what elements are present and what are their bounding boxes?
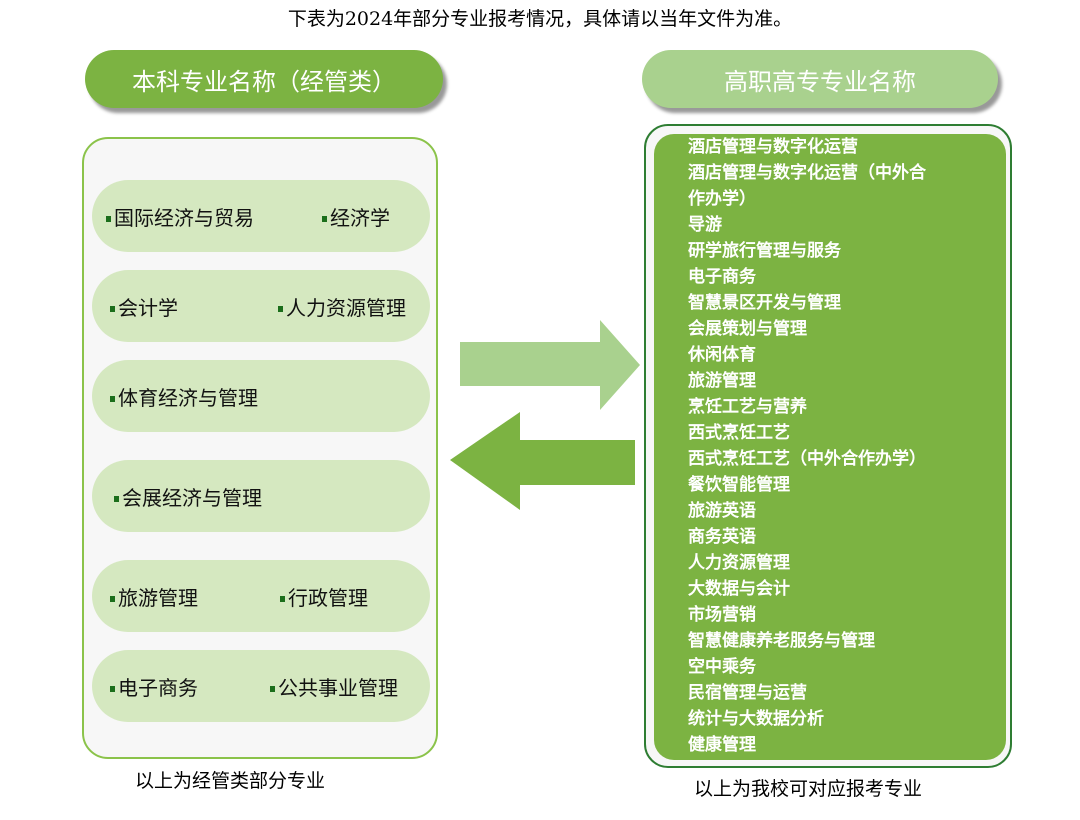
vocational-item: 民宿管理与运营 (688, 683, 807, 703)
vocational-item: 电子商务 (688, 267, 756, 287)
major-row: 体育经济与管理 (92, 360, 430, 432)
major-item: 会计学 (110, 292, 178, 321)
arrows (450, 320, 640, 510)
vocational-item: 西式烹饪工艺 (688, 423, 790, 443)
vocational-item: 人力资源管理 (688, 553, 790, 573)
vocational-item: 统计与大数据分析 (688, 709, 824, 729)
major-item: 经济学 (322, 202, 390, 231)
vocational-item: 导游 (688, 215, 722, 235)
major-item: 电子商务 (110, 672, 198, 701)
vocational-item: 健康管理 (688, 735, 756, 755)
undergrad-caption: 以上为经管类部分专业 (135, 770, 326, 792)
vocational-item: 餐饮智能管理 (688, 475, 790, 495)
vocational-item: 商务英语 (688, 527, 756, 547)
undergrad-header: 本科专业名称（经管类） (85, 50, 443, 108)
vocational-item: 会展策划与管理 (688, 319, 807, 339)
vocational-item: 空中乘务 (688, 657, 756, 677)
vocational-header: 高职高专专业名称 (642, 50, 998, 108)
vocational-item: 烹饪工艺与营养 (688, 397, 807, 417)
vocational-item: 旅游英语 (688, 501, 756, 521)
vocational-item: 作办学） (688, 189, 756, 209)
vocational-caption: 以上为我校可对应报考专业 (694, 778, 923, 800)
vocational-item: 西式烹饪工艺（中外合作办学） (688, 449, 926, 469)
major-row: 会展经济与管理 (92, 460, 430, 532)
major-item: 会展经济与管理 (114, 482, 262, 511)
major-item: 行政管理 (280, 582, 368, 611)
major-row: 会计学 人力资源管理 (92, 270, 430, 342)
vocational-item: 大数据与会计 (688, 579, 790, 599)
right-arrow-icon (460, 320, 640, 410)
major-item: 人力资源管理 (278, 292, 406, 321)
vocational-item: 酒店管理与数字化运营 (688, 137, 858, 157)
major-row: 国际经济与贸易 经济学 (92, 180, 430, 252)
vocational-item: 休闲体育 (688, 345, 756, 365)
vocational-item: 研学旅行管理与服务 (688, 241, 841, 261)
major-item: 旅游管理 (110, 582, 198, 611)
left-arrow-icon (450, 412, 635, 510)
vocational-list-bg (654, 134, 1006, 760)
vocational-item: 旅游管理 (688, 371, 756, 391)
major-item: 公共事业管理 (270, 672, 398, 701)
major-item: 体育经济与管理 (110, 382, 258, 411)
vocational-item: 智慧景区开发与管理 (688, 293, 841, 313)
vocational-item: 市场营销 (688, 605, 756, 625)
notice-text: 下表为2024年部分专业报考情况，具体请以当年文件为准。 (287, 8, 793, 30)
major-row: 电子商务 公共事业管理 (92, 650, 430, 722)
major-row: 旅游管理 行政管理 (92, 560, 430, 632)
vocational-item: 智慧健康养老服务与管理 (688, 631, 875, 651)
vocational-item: 酒店管理与数字化运营（中外合 (688, 163, 926, 183)
major-item: 国际经济与贸易 (106, 202, 254, 231)
vocational-list: 酒店管理与数字化运营酒店管理与数字化运营（中外合作办学） 导游研学旅行管理与服务电… (688, 134, 926, 758)
